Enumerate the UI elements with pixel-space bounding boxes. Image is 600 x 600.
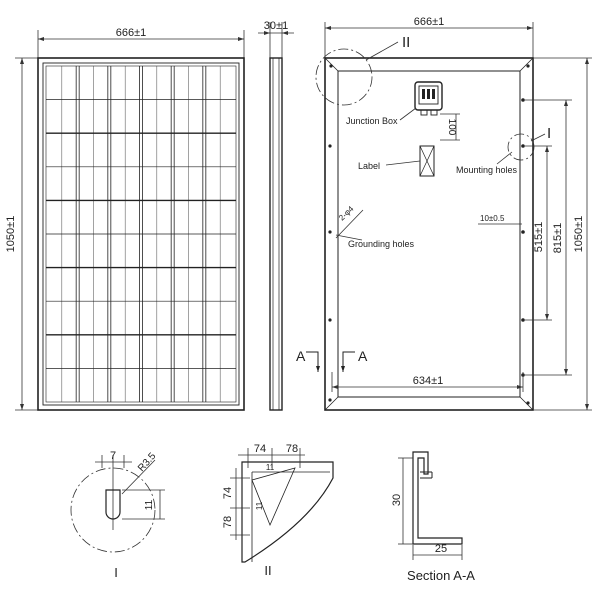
detail-II-dim-top-right: 78 [286,443,298,455]
side-profile [269,57,283,411]
detail-II-view: 74 78 11 74 78 11 II [222,443,334,578]
section-width-dim: 25 [435,543,447,555]
detail-II-circle [315,48,373,106]
side-thickness-dim: 30±1 [264,20,288,32]
detail-II-dim-left-lower: 78 [222,516,234,528]
detail-II-marker: II [402,34,410,51]
junction-box-label: Junction Box [346,116,398,126]
detail-II-dim-left-upper: 74 [222,487,234,499]
detail-I-circle [507,133,535,161]
detail-I-title: I [114,565,118,580]
grounding-hole-dim: 10±0.5 [480,214,505,223]
detail-I-width-dim: 7 [110,450,116,462]
detail-I-length-dim: 11 [144,499,155,510]
back-view: 666±1 II [296,16,592,411]
front-height-dim: 1050±1 [5,216,17,253]
hole-span-inner-dim: 515±1 [533,222,545,253]
hole-span-outer-dim: 815±1 [552,223,564,254]
label-text: Label [358,161,380,171]
section-marker-left: A [296,348,306,364]
section-AA-view: 30 25 Section A-A [391,451,475,583]
front-panel-frame [37,57,245,411]
junction-box-offset-dim: 100 [446,119,457,136]
side-view: 30±1 [258,20,294,411]
section-marker-right: A [358,348,368,364]
solar-cell-grid [46,66,236,402]
detail-I-view: 7 R3.5 11 I [70,450,165,580]
detail-I-radius-dim: R3.5 [136,451,159,474]
grounding-hole-size-dim: 2-φ4 [337,204,356,222]
detail-II-title: II [264,563,271,578]
front-width-dim: 666±1 [116,27,147,39]
hole-to-hole-dim: 634±1 [413,375,444,387]
grounding-holes-label: Grounding holes [348,239,415,249]
detail-II-dim-top-left: 74 [254,443,266,455]
back-height-dim: 1050±1 [573,216,585,253]
detail-II-dim-small-a: 11 [266,463,275,472]
detail-I-marker: I [547,125,551,142]
detail-II-dim-small-b: 11 [255,501,264,510]
section-height-dim: 30 [391,494,403,506]
label-box [419,145,435,177]
junction-box [414,81,443,116]
section-AA-title: Section A-A [407,568,475,583]
back-panel-frame [324,57,534,411]
front-view: 666±1 1050±1 [5,27,245,411]
mounting-holes-label: Mounting holes [456,165,518,175]
back-width-dim: 666±1 [414,16,445,28]
frame-holes [328,64,530,405]
